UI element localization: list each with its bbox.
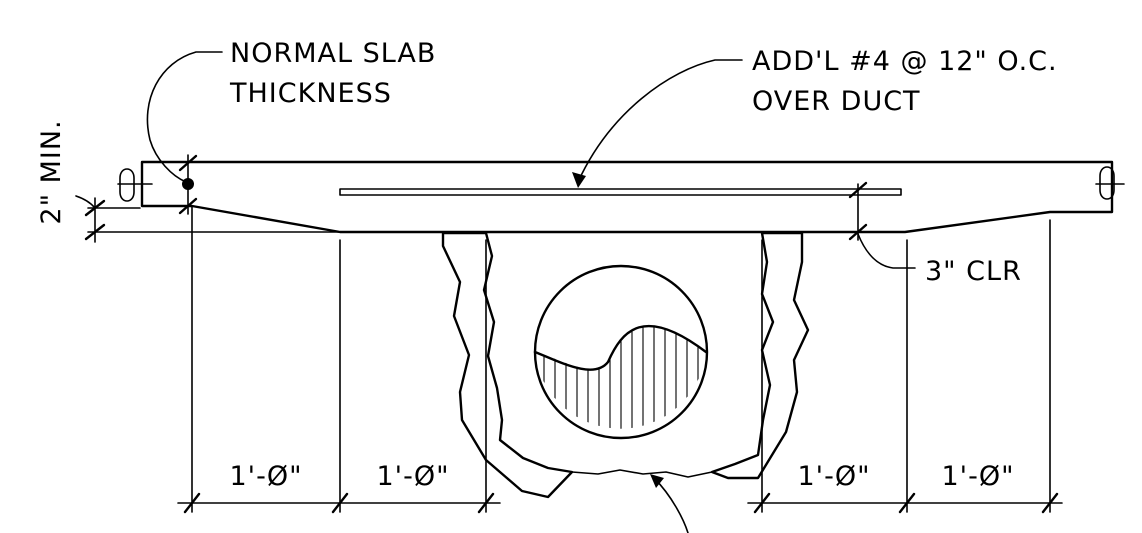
rebar-note-line2: OVER DUCT	[752, 86, 921, 117]
slab-note-line1: NORMAL SLAB	[230, 38, 436, 69]
additional-rebar	[339, 188, 902, 196]
dimension-label-1: 1'-Ø"	[229, 461, 302, 492]
slab-thickness-ticks	[178, 154, 198, 215]
concrete-slab	[140, 160, 1114, 234]
min-depth-dimension	[75, 195, 106, 243]
excavation-wall-left	[441, 231, 574, 499]
leader-rebar-note	[577, 59, 743, 183]
min-depth-note: 2" MIN.	[36, 119, 67, 224]
trench-bottom-line	[571, 469, 713, 478]
excavation-wall-right	[710, 231, 810, 480]
duct-pipe	[533, 264, 709, 440]
leader-trench-bottom	[653, 477, 689, 533]
dimension-label-4: 1'-Ø"	[941, 461, 1014, 492]
leader-trench-arrow	[650, 474, 664, 488]
break-symbol-left	[117, 168, 153, 202]
break-symbol-right	[1095, 166, 1125, 200]
rebar-note-line1: ADD'L #4 @ 12" O.C.	[752, 46, 1058, 77]
dimension-label-2: 1'-Ø"	[376, 461, 449, 492]
dimension-line-right	[747, 492, 1063, 514]
cover-ticks	[848, 181, 868, 241]
leader-slab-note	[146, 51, 223, 183]
dimension-label-3: 1'-Ø"	[797, 461, 870, 492]
leader-rebar-arrow	[572, 172, 586, 188]
dimension-line-left	[177, 492, 501, 514]
slab-note-line2: THICKNESS	[229, 78, 392, 109]
cover-note: 3" CLR	[925, 256, 1022, 287]
leader-cover-note	[857, 233, 916, 269]
